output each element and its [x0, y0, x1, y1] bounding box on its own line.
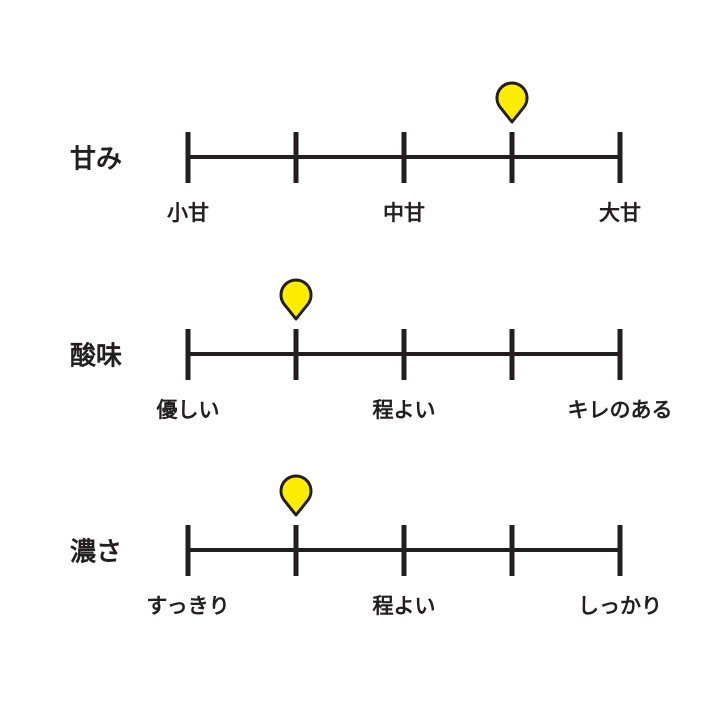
scale-label: 程よい — [372, 594, 436, 618]
scale-label: 中甘 — [383, 201, 425, 225]
scale-name: 甘み — [70, 144, 123, 175]
scale-name: 濃さ — [70, 537, 123, 568]
scale-label: 優しい — [156, 398, 220, 422]
marker-pin-icon — [495, 81, 529, 124]
scale-name: 酸味 — [70, 341, 123, 372]
scale-label: 小甘 — [167, 201, 209, 225]
marker-pin-icon — [279, 474, 313, 517]
scale-label: キレのある — [567, 398, 673, 422]
scale-label: 大甘 — [599, 201, 641, 225]
marker-pin-icon — [279, 278, 313, 321]
scale-label: 程よい — [372, 398, 436, 422]
scale-label: しっかり — [578, 594, 662, 618]
scale-label: すっきり — [146, 594, 230, 618]
